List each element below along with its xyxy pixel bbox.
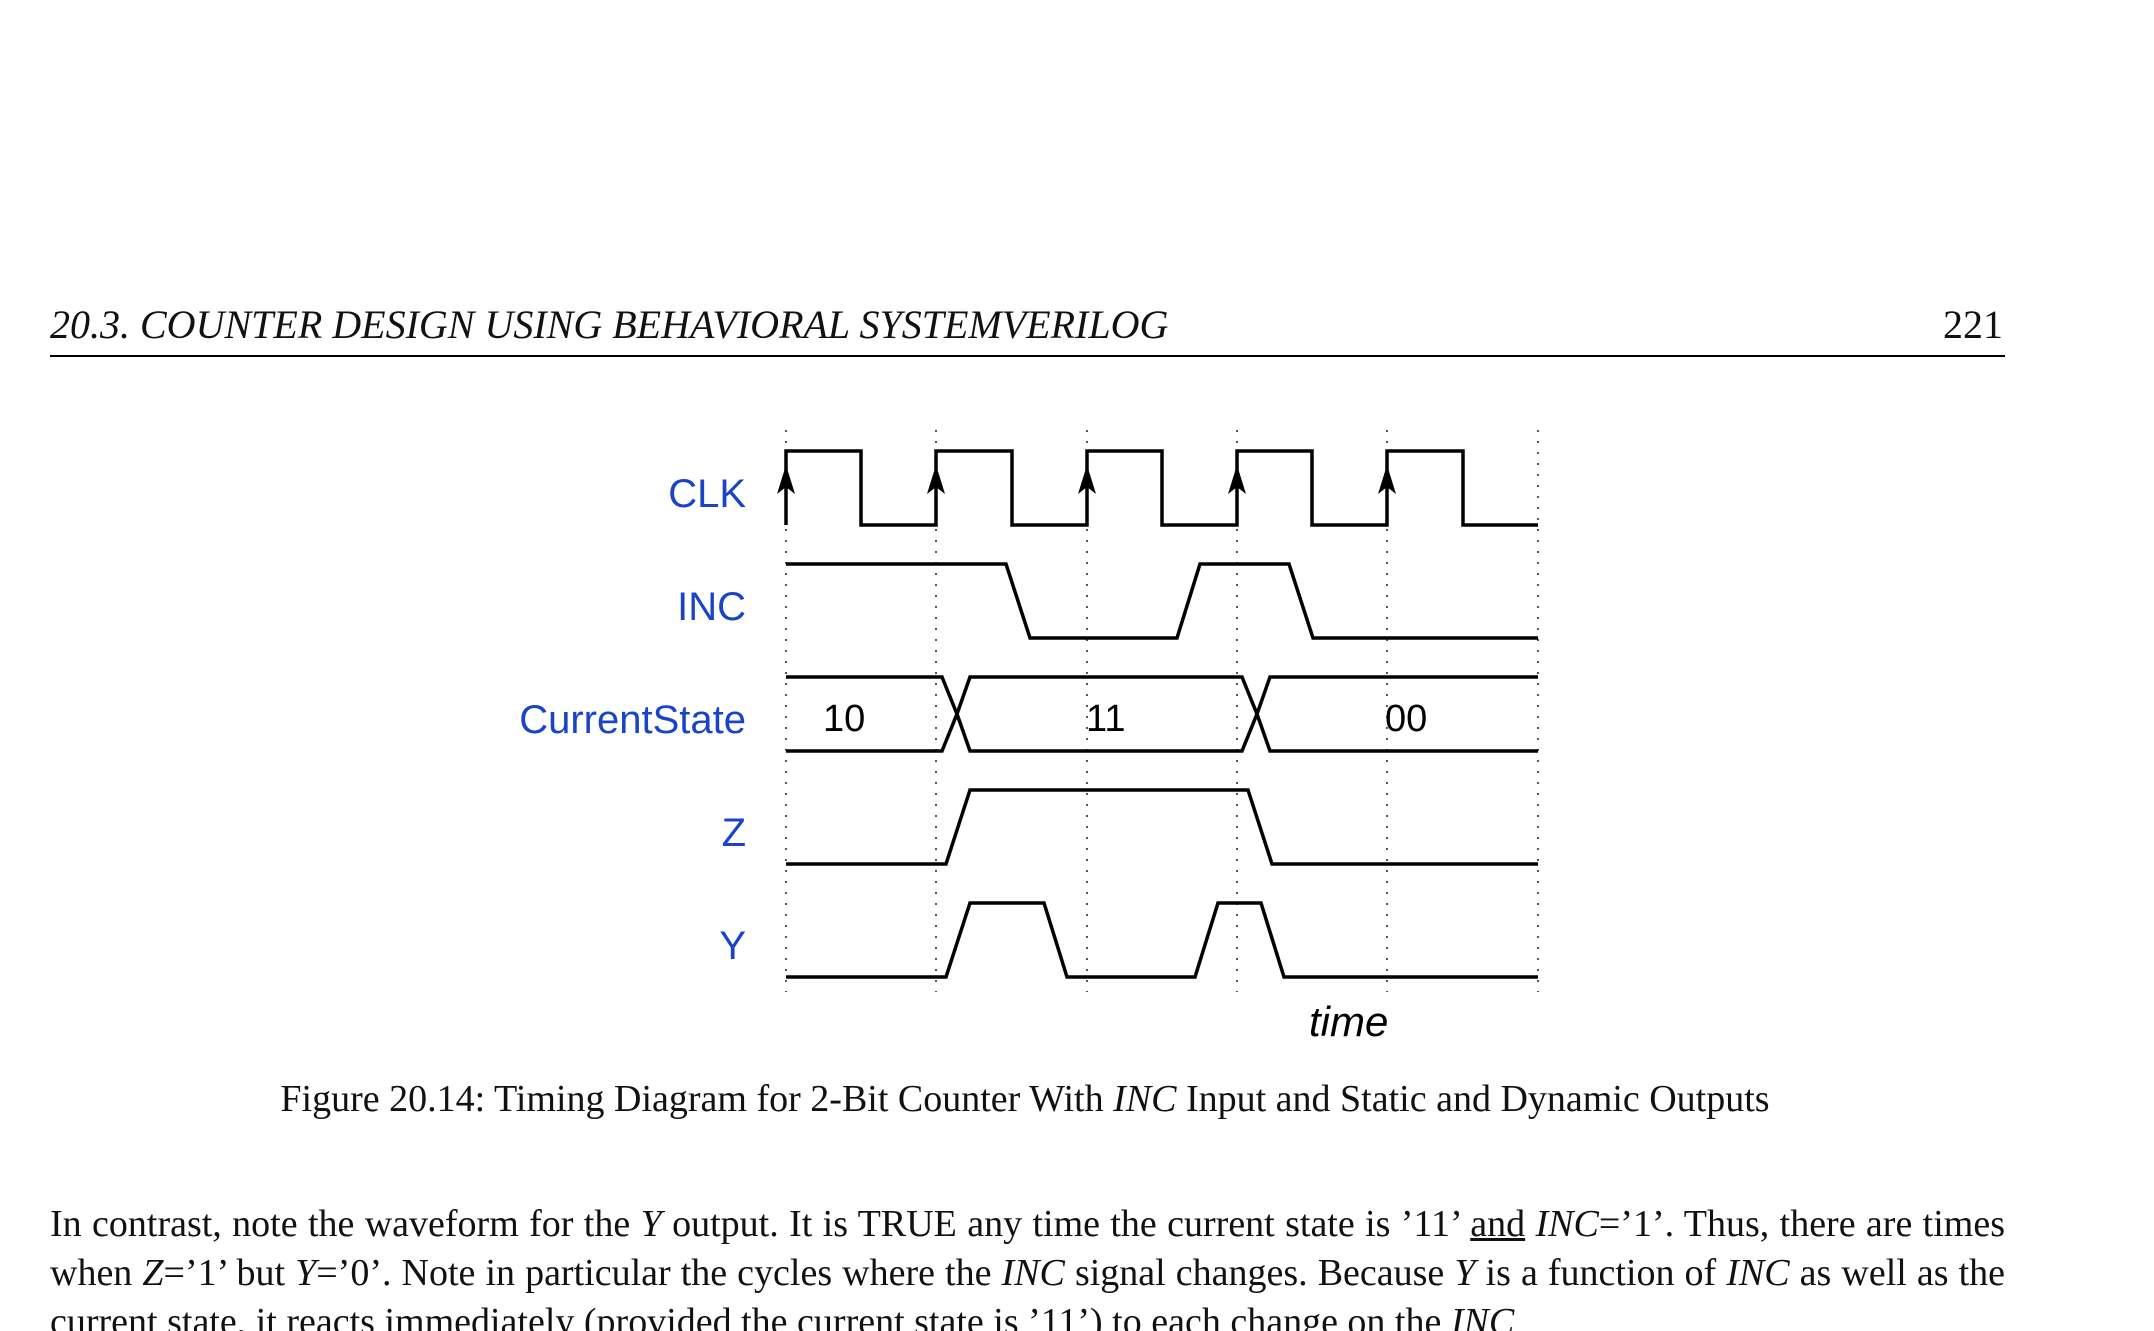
para-var: INC <box>1001 1252 1065 1294</box>
caption-prefix: Figure 20.14: Timing Diagram for 2-Bit C… <box>280 1078 1114 1120</box>
caption-suffix: Input and Static and Dynamic Outputs <box>1176 1078 1770 1120</box>
clk-edge-arrow-2 <box>927 465 945 494</box>
para-var: Y <box>295 1252 317 1294</box>
clk-edge-arrows <box>777 465 1396 494</box>
clk-waveform <box>784 449 1538 527</box>
para-var: INC <box>1535 1203 1599 1245</box>
timing-diagram: CLK INC CurrentState Z Y <box>519 430 1539 1045</box>
z-waveform <box>786 788 1538 866</box>
para-emphasis: and <box>1470 1203 1526 1245</box>
para-text: is a function of <box>1475 1252 1727 1294</box>
state-value-11: 11 <box>1086 698 1125 740</box>
signal-label-currentstate: CurrentState <box>519 698 746 742</box>
para-text <box>1525 1203 1535 1245</box>
signal-label-y: Y <box>719 924 746 968</box>
clk-edge-arrow-4 <box>1228 465 1246 494</box>
para-text: signal changes. Because <box>1064 1252 1455 1294</box>
para-var: Y <box>1454 1252 1476 1294</box>
para-var: INC <box>1450 1301 1515 1331</box>
para-var: Y <box>640 1203 662 1245</box>
running-header: 20.3. COUNTER DESIGN USING BEHAVIORAL SY… <box>50 297 2005 357</box>
para-var: INC <box>1726 1252 1790 1294</box>
state-value-10: 10 <box>823 698 865 740</box>
page-number: 221 <box>1943 302 2003 347</box>
time-axis-label: time <box>1309 998 1388 1045</box>
y-waveform <box>786 901 1538 979</box>
signal-label-z: Z <box>722 811 746 855</box>
currentstate-bus-top <box>786 675 1538 719</box>
signal-label-inc: INC <box>677 585 746 629</box>
para-text: =’1’ but <box>163 1252 296 1294</box>
figure-caption: Figure 20.14: Timing Diagram for 2-Bit C… <box>0 1077 2050 1121</box>
currentstate-bus-bottom <box>786 709 1538 753</box>
section-title: 20.3. COUNTER DESIGN USING BEHAVIORAL SY… <box>50 302 1169 347</box>
para-text: In contrast, note the waveform for the <box>50 1203 641 1245</box>
caption-inc: INC <box>1113 1078 1177 1120</box>
clk-edge-arrow-5 <box>1378 465 1396 494</box>
signal-label-clk: CLK <box>668 472 746 516</box>
para-text: output. It is TRUE any time the current … <box>661 1203 1471 1245</box>
body-paragraph: In contrast, note the waveform for the Y… <box>50 1200 2005 1331</box>
clk-edge-arrow-1 <box>777 465 795 494</box>
para-text: =’0’. Note in particular the cycles wher… <box>316 1252 1002 1294</box>
state-value-00: 00 <box>1385 698 1427 740</box>
para-var: Z <box>142 1252 164 1294</box>
para-text: as well as the current state, it reacts … <box>50 1252 2005 1331</box>
clk-edge-arrow-3 <box>1078 465 1096 494</box>
para-text: =’1’. Thus, there are times when <box>50 1203 2006 1294</box>
inc-waveform <box>786 562 1538 640</box>
